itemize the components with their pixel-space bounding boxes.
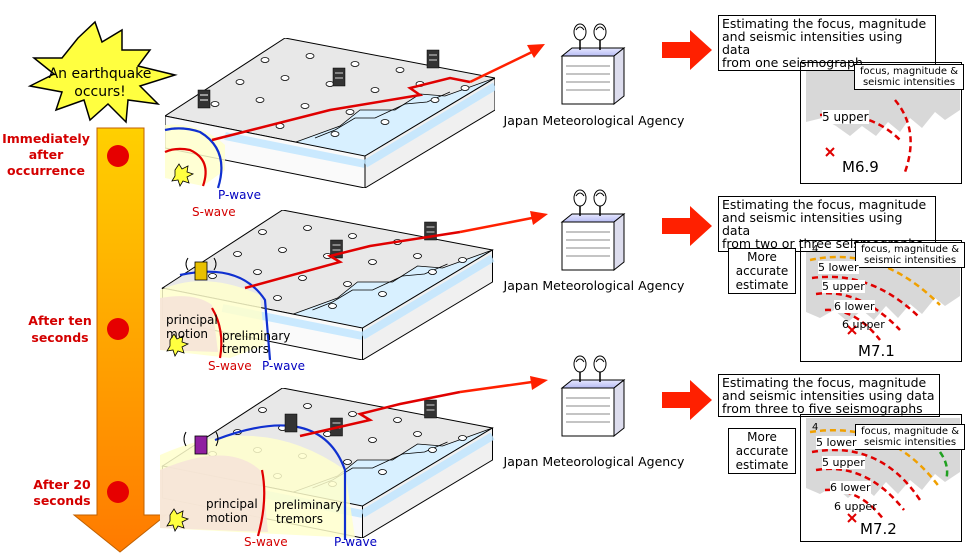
intensity-label-2-6upper: 6 upper	[842, 318, 885, 331]
timeline-step-2-line2: seconds	[31, 330, 88, 345]
intensity-label-1-5upper: 5 upper	[822, 110, 869, 124]
accuracy-2-line3: estimate	[735, 278, 789, 292]
intensity-label-2-4: 4	[812, 244, 819, 255]
accuracy-2-line2: accurate	[735, 264, 789, 278]
map-label-2-line2: seismic intensities	[863, 255, 957, 266]
timeline-step-2-line1: After ten	[28, 313, 91, 328]
s-wave-label-2: S-wave	[208, 359, 252, 373]
s-wave-label-3: S-wave	[244, 535, 288, 549]
timeline-step-1: Immediately after occurrence	[2, 131, 129, 178]
accuracy-box-3: More accurate estimate	[728, 428, 796, 474]
signal-arrows	[459, 44, 548, 394]
accuracy-3-line1: More	[747, 430, 777, 444]
timeline-arrow	[72, 127, 168, 553]
estimate-1-line1: Estimating the focus, magnitude	[722, 16, 927, 31]
agency-label-2: Japan Meteorological Agency	[503, 278, 686, 293]
preliminary-tremors-label-3b: tremors	[276, 512, 323, 526]
map-label-3-line2: seismic intensities	[863, 437, 957, 448]
timeline-step-3: After 20 seconds	[33, 477, 129, 508]
estimate-2-line2: and seismic intensities using data	[722, 210, 903, 238]
map-label-3-line1: focus, magnitude &	[860, 426, 960, 437]
epicenter-burst-1	[171, 163, 195, 187]
agency-label-1: Japan Meteorological Agency	[503, 113, 686, 128]
map-label-2-line1: focus, magnitude &	[860, 244, 960, 255]
map-label-3: focus, magnitude & seismic intensities	[855, 424, 965, 450]
map-label-2: focus, magnitude & seismic intensities	[855, 242, 965, 268]
accuracy-3-line2: accurate	[735, 444, 789, 458]
estimate-1-line3: from one seismograph	[722, 55, 863, 70]
magnitude-3: M7.2	[860, 520, 897, 538]
accuracy-2-line1: More	[747, 250, 777, 264]
magnitude-2: M7.1	[858, 342, 895, 360]
event-label-line2: occurs!	[74, 84, 126, 100]
preliminary-tremors-label-3a: preliminary	[274, 498, 342, 512]
p-wave-label-1: P-wave	[218, 188, 261, 202]
map-label-1: focus, magnitude & seismic intensities	[854, 64, 964, 90]
jma-office-3: Japan Meteorological Agency	[503, 355, 686, 469]
intensity-map-3	[800, 414, 962, 542]
accuracy-box-2: More accurate estimate	[728, 248, 796, 294]
epicenter-burst-2	[166, 333, 190, 357]
intensity-label-3-6lower: 6 lower	[830, 481, 871, 494]
intensity-label-3-5lower: 5 lower	[816, 436, 857, 449]
timeline-step-1-line3: occurrence	[7, 163, 85, 178]
intensity-map-2	[800, 240, 962, 362]
map-label-1-line1: focus, magnitude &	[859, 66, 959, 77]
intensity-label-2-5upper: 5 upper	[822, 280, 865, 293]
preliminary-tremors-label-2a: preliminary	[222, 329, 290, 343]
estimate-3-line3: from three to five seismographs	[722, 401, 923, 416]
intensity-label-3-4: 4	[812, 422, 819, 433]
epicenter-burst-3	[166, 508, 190, 532]
estimate-2-line1: Estimating the focus, magnitude	[722, 197, 927, 212]
principal-motion-label-3a: principal	[206, 497, 258, 511]
jma-office-1: Japan Meteorological Agency	[503, 23, 686, 128]
intensity-label-3-6upper: 6 upper	[834, 500, 877, 513]
map-label-1-line2: seismic intensities	[862, 77, 956, 88]
accuracy-3-line3: estimate	[735, 458, 789, 472]
timeline-step-3-line1: After 20	[33, 477, 91, 492]
estimate-box-2: Estimating the focus, magnitude and seis…	[718, 196, 936, 252]
jma-office-2: Japan Meteorological Agency	[503, 189, 686, 293]
p-wave-label-3: P-wave	[334, 535, 377, 549]
intensity-label-2-5lower: 5 lower	[818, 261, 859, 274]
terrain-block-2: principal motion preliminary tremors S-w…	[160, 210, 493, 373]
intensity-label-3-5upper: 5 upper	[822, 456, 865, 469]
estimate-3-line2: and seismic intensities using data	[722, 388, 935, 403]
principal-motion-label-2b: motion	[166, 327, 208, 341]
output-arrows	[662, 30, 712, 420]
timeline-step-1-line1: Immediately	[2, 131, 90, 146]
estimate-box-3: Estimating the focus, magnitude and seis…	[718, 374, 940, 417]
s-wave-label-1: S-wave	[192, 205, 236, 219]
p-wave-label-2: P-wave	[262, 359, 305, 373]
intensity-map-1	[800, 62, 962, 184]
timeline-step-1-line2: after	[29, 147, 64, 162]
estimate-3-line1: Estimating the focus, magnitude	[722, 375, 927, 390]
principal-motion-label-3b: motion	[206, 511, 248, 525]
earthquake-burst: An earthquake occurs!	[27, 20, 178, 124]
terrain-block-3: principal motion preliminary tremors S-w…	[160, 388, 493, 549]
timeline-step-2: After ten seconds	[28, 313, 129, 345]
estimate-box-1: Estimating the focus, magnitude and seis…	[718, 15, 936, 71]
preliminary-tremors-label-2b: tremors	[222, 342, 269, 356]
timeline-step-3-line2: seconds	[33, 493, 90, 508]
agency-label-3: Japan Meteorological Agency	[503, 454, 686, 469]
magnitude-1: M6.9	[842, 158, 879, 176]
estimate-1-line2: and seismic intensities using data	[722, 29, 903, 57]
event-label-line1: An earthquake	[49, 66, 152, 82]
principal-motion-label-2a: principal	[166, 313, 218, 327]
terrain-block-1: P-wave S-wave	[164, 38, 495, 219]
intensity-label-2-6lower: 6 lower	[834, 300, 875, 313]
